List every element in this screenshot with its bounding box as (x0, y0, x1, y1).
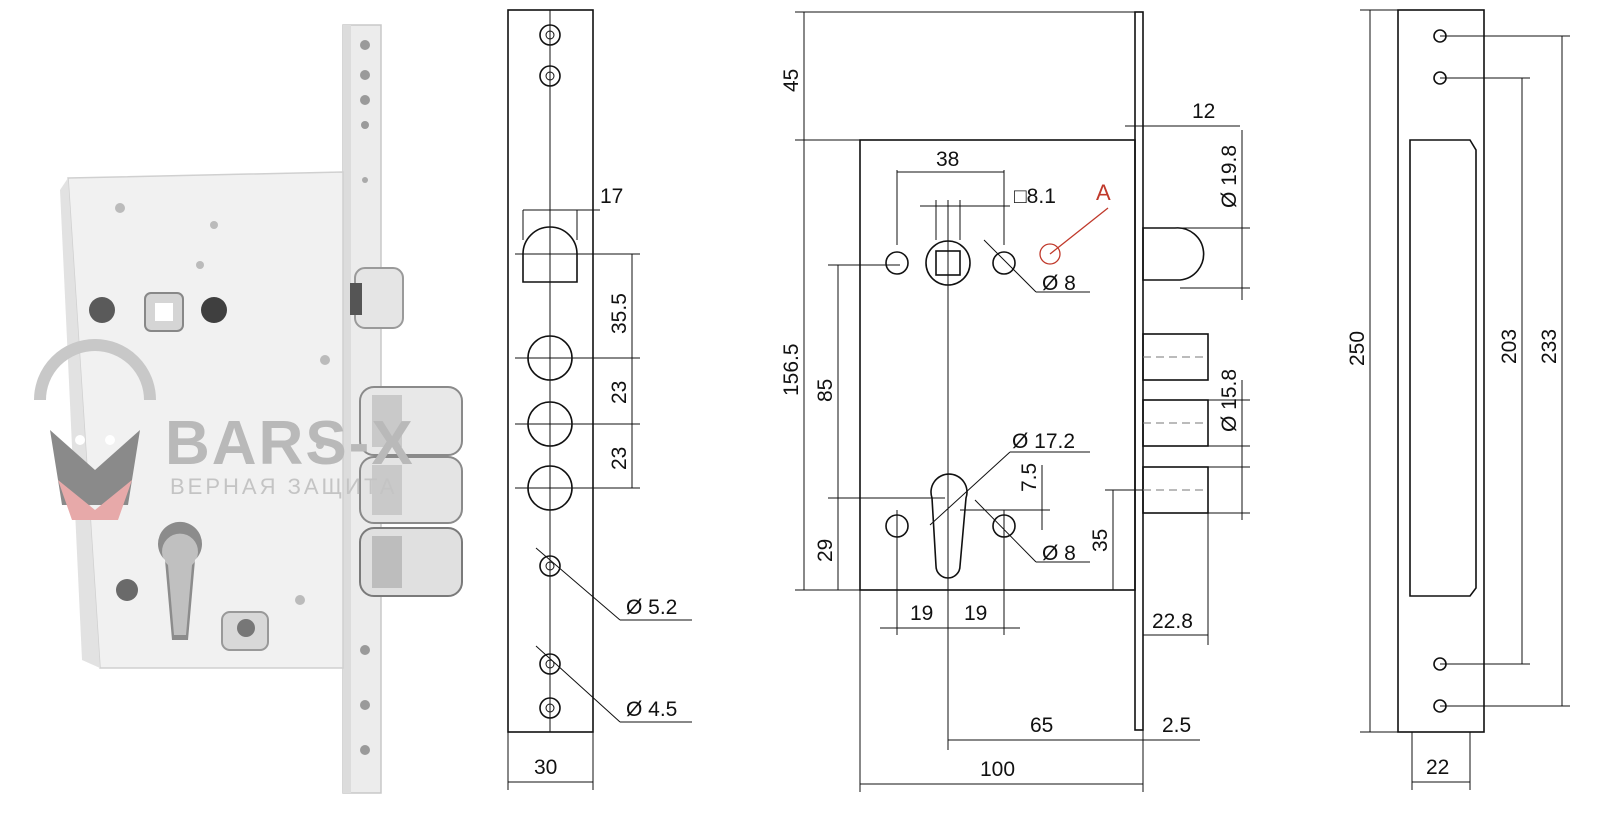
dim-strike-inner: 203 (1498, 329, 1521, 364)
front-faceplate (1134, 11, 1144, 731)
dim-latch-offset: 12 (1192, 100, 1215, 123)
label-a: A (1096, 180, 1111, 205)
faceplate-view: 17 35.5 23 23 Ø 5.2 Ø 4.5 30 (507, 9, 692, 790)
dim-strike-outer: 233 (1538, 329, 1561, 364)
dim-hole-5-2: Ø 5.2 (626, 596, 677, 619)
dim-top: 45 (780, 69, 803, 92)
dim-bolt-height: 35 (1089, 529, 1112, 552)
dim-pitch-2: 23 (608, 381, 631, 404)
dim-strike-width: 22 (1426, 756, 1449, 779)
dim-pitch-3: 23 (608, 447, 631, 470)
lock-body (859, 139, 1136, 591)
dim-body-width: 100 (980, 758, 1015, 781)
cylinder-profile (930, 473, 968, 579)
dim-pitch-1: 35.5 (608, 293, 631, 334)
strike-plate-view: 250 203 233 22 (1346, 9, 1570, 790)
dim-hole-lower: Ø 8 (1042, 542, 1076, 565)
dim-square: □8.1 (1014, 185, 1056, 208)
dim-hole-upper: Ø 8 (1042, 272, 1076, 295)
lock-photo: BARS-X ВЕРНАЯ ЗАЩИТА (34, 24, 463, 794)
dim-bolt-dia: Ø 15.8 (1218, 369, 1241, 432)
dim-backset: 65 (1030, 714, 1053, 737)
dim-cyl-left: 19 (910, 602, 933, 625)
dim-hole-4-5: Ø 4.5 (626, 698, 677, 721)
panther-head-logo-icon (34, 339, 156, 520)
brand-slogan: ВЕРНАЯ ЗАЩИТА (170, 474, 397, 499)
dim-spindle-height: 85 (814, 379, 837, 402)
strike-plate-outline (1397, 9, 1485, 733)
brand-logo: BARS-X ВЕРНАЯ ЗАЩИТА (34, 339, 415, 520)
dim-strike-total: 250 (1346, 331, 1369, 366)
dim-spindle-spacing: 38 (936, 148, 959, 171)
dim-cyl-offset: 7.5 (1018, 463, 1041, 492)
dim-body-height: 156.5 (780, 343, 803, 396)
dim-latch-width: 17 (600, 185, 623, 208)
dim-cyl-right: 19 (964, 602, 987, 625)
dim-faceplate-width: 30 (534, 756, 557, 779)
dim-cylinder-height: 29 (814, 539, 837, 562)
dim-cylinder-dia: Ø 17.2 (1012, 430, 1075, 453)
dim-latch-dia: Ø 19.8 (1218, 145, 1241, 208)
dim-bolt-throw: 22.8 (1152, 610, 1193, 633)
brand-name: BARS-X (165, 409, 415, 478)
strike-slot (1409, 139, 1477, 597)
front-view: 45 156.5 85 29 38 □8.1 A Ø 8 (780, 11, 1250, 792)
dim-plate-thickness: 2.5 (1162, 714, 1191, 737)
